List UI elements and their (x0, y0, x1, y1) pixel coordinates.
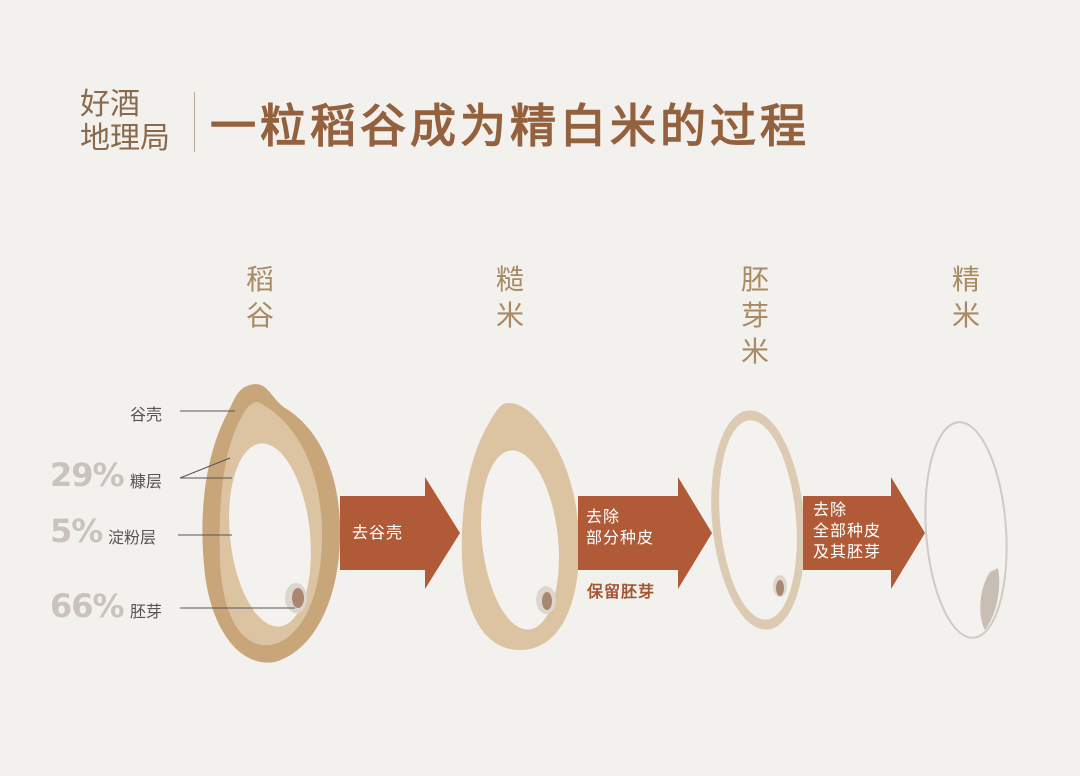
arrow-right-icon (578, 477, 712, 589)
arrow-right-icon (340, 477, 460, 589)
stage-char: 稻 (245, 263, 274, 296)
note-keep-germ: 保留胚芽 (587, 582, 656, 601)
arrow-text-line: 部分种皮 (586, 528, 655, 547)
germ-rice-illustration (711, 410, 805, 630)
arrow-text-line: 全部种皮 (813, 521, 882, 540)
stage-char: 米 (740, 335, 769, 368)
arrow-text-line: 及其胚芽 (813, 542, 882, 561)
arrow-text: 去除 全部种皮 及其胚芽 (813, 499, 881, 562)
arrow-text-line: 去除 (586, 507, 621, 526)
arrow-text-line: 去除 (813, 500, 848, 519)
process-arrow-full-bran: 去除 全部种皮 及其胚芽 (803, 477, 925, 589)
header-divider (194, 92, 195, 152)
percent-germ: 66% (50, 587, 125, 625)
label-husk: 谷壳 (130, 405, 163, 424)
page-title: 一粒稻谷成为精白米的过程 (210, 99, 810, 153)
stage-char: 芽 (740, 299, 769, 332)
label-starch-layer: 淀粉层 (108, 528, 157, 547)
stage-char: 米 (951, 299, 980, 332)
arrow-right-icon (803, 477, 925, 589)
process-arrow-partial-bran: 去除 部分种皮 (578, 477, 712, 589)
arrow-text: 去除 部分种皮 (586, 506, 654, 548)
label-bran: 糠层 (130, 472, 163, 491)
stage-char: 精 (951, 263, 980, 296)
stage-label-brown-rice: 糙 米 (490, 262, 530, 334)
brand-line-2: 地理局 (80, 121, 170, 156)
brand-logo: 好酒 地理局 (80, 88, 170, 156)
label-germ: 胚芽 (130, 602, 163, 621)
stage-char: 谷 (245, 299, 274, 332)
brand-line-1: 好酒 (80, 87, 140, 122)
percent-starch: 5% (50, 512, 103, 550)
stage-char: 胚 (740, 263, 769, 296)
stage-label-germ-rice: 胚 芽 米 (735, 262, 775, 370)
process-arrow-dehusk: 去谷壳 (340, 477, 460, 589)
arrow-text: 去谷壳 (352, 523, 404, 542)
stage-char: 米 (495, 299, 524, 332)
paddy-grain-illustration (202, 384, 341, 663)
polished-rice-illustration (924, 421, 1008, 639)
brown-rice-illustration (461, 402, 580, 650)
stage-label-paddy: 稻 谷 (240, 262, 280, 334)
stage-char: 糙 (495, 263, 524, 296)
percent-bran: 29% (50, 456, 125, 494)
stage-label-polished-rice: 精 米 (946, 262, 986, 334)
